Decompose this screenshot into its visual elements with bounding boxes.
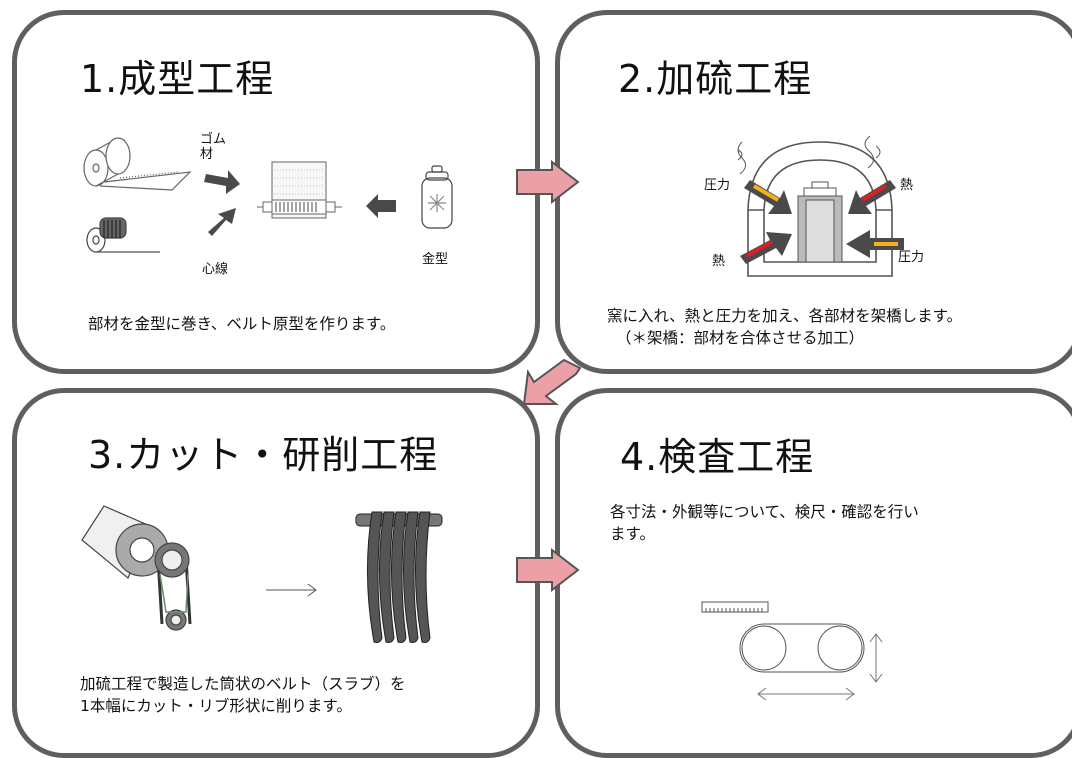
inspection-illustration — [701, 601, 883, 701]
flow-arrow-1-to-2 — [516, 159, 580, 205]
pressure-arrow-top-left-icon — [744, 180, 792, 214]
ruler-icon — [701, 601, 769, 613]
panel-cut-grind-description-1: 加硫工程で製造した筒状のベルト（スラブ）を — [80, 675, 406, 693]
cut-belts-icon — [355, 511, 443, 643]
core-wire-roll-icon — [86, 217, 160, 253]
label-pressure-right: 圧力 — [898, 250, 925, 265]
heat-arrow-bottom-left-icon — [740, 232, 792, 264]
dimension-arrows-icon — [757, 633, 883, 701]
heat-arrow-top-right-icon — [848, 180, 896, 214]
vulcanization-illustration — [737, 135, 904, 277]
panel-inspection-description-1: 各寸法・外観等について、検尺・確認を行い — [610, 503, 919, 521]
label-heat-right: 熱 — [900, 178, 914, 193]
cut-grind-illustration — [81, 505, 443, 643]
panel-vulcanization-note: （＊架橋：部材を合体させる加工） — [616, 329, 865, 347]
flow-arrow-2-to-3 — [522, 358, 582, 405]
panel-inspection-description-2: ます。 — [610, 525, 655, 543]
label-pressure-left: 圧力 — [704, 178, 731, 193]
panel-inspection — [555, 388, 1072, 758]
label-rubber-material: ゴム 材 — [200, 132, 227, 162]
pressure-arrow-bottom-right-icon — [846, 230, 904, 258]
molding-illustration — [83, 137, 453, 253]
input-arrow-icon — [204, 170, 396, 236]
panel-cut-grind-description-2: 1本幅にカット・リブ形状に削ります。 — [80, 697, 352, 715]
drum-in-kiln-icon — [797, 181, 843, 263]
panel-inspection-title: 4.検査工程 — [620, 435, 815, 479]
rubber-sheet-roll-icon — [83, 137, 192, 191]
label-mold: 金型 — [422, 252, 449, 267]
process-arrow-icon — [266, 583, 317, 597]
panel-molding-description: 部材を金型に巻き、ベルト原型を作ります。 — [88, 315, 396, 333]
flow-arrow-3-to-4 — [516, 547, 580, 593]
mold-canister-icon — [421, 165, 453, 229]
label-core-wire: 心線 — [202, 262, 229, 277]
belt-drum-icon — [257, 161, 342, 219]
panel-cut-grind-title: 3.カット・研削工程 — [88, 433, 439, 477]
panel-cut-grind — [12, 388, 540, 758]
panel-vulcanization-description: 窯に入れ、熱と圧力を加え、各部材を架橋します。 — [607, 307, 963, 325]
belt-under-inspection-icon — [739, 623, 865, 673]
label-heat-left: 熱 — [712, 254, 726, 269]
panel-molding-title: 1.成型工程 — [80, 57, 275, 101]
cutting-machine-icon — [81, 505, 192, 631]
panel-vulcanization-title: 2.加硫工程 — [618, 57, 813, 101]
